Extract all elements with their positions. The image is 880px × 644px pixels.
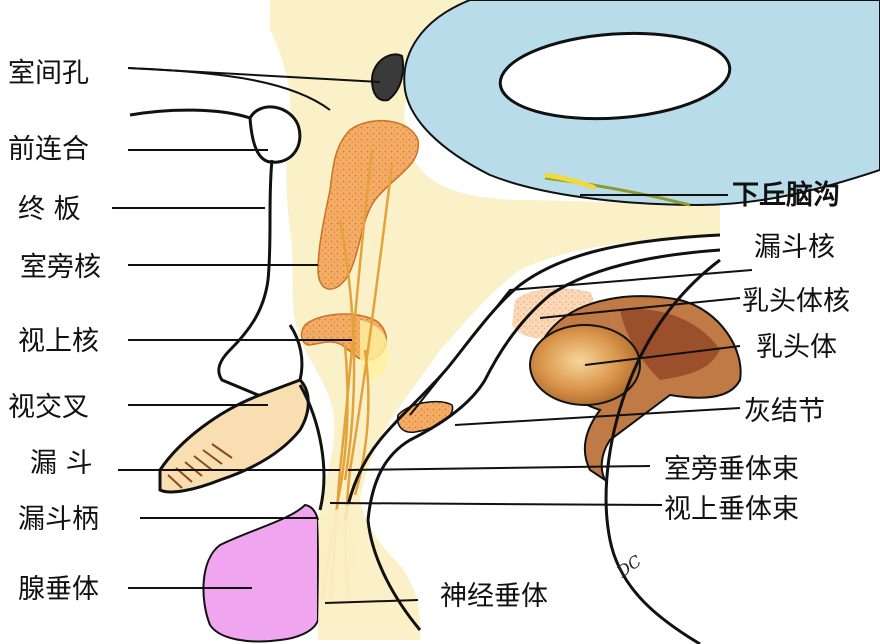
hypothalamic-sulcus-highlight bbox=[544, 172, 596, 191]
leader-foramen bbox=[127, 67, 381, 83]
adenohypophysis-shape bbox=[202, 503, 319, 643]
ventricle-floor-outline-inner bbox=[366, 248, 721, 521]
optic-chiasm-shape bbox=[158, 378, 310, 494]
stalk-outline-left bbox=[298, 384, 326, 511]
label-supraopticohypophyseal-tract: 视上垂体束 bbox=[664, 494, 799, 525]
paraventricular-nucleus-shape bbox=[317, 119, 420, 290]
label-infundibulum: 漏 斗 bbox=[30, 448, 93, 479]
label-paraventricular-nucleus: 室旁核 bbox=[20, 252, 101, 283]
label-mammillary-body: 乳头体 bbox=[756, 332, 837, 363]
neurohypophysis-shape bbox=[318, 500, 421, 640]
left-leader-lines bbox=[112, 149, 352, 589]
label-adenohypophysis: 腺垂体 bbox=[18, 574, 99, 605]
interthalamic-adhesion bbox=[498, 31, 732, 121]
right-leader-lines bbox=[324, 194, 753, 604]
label-lamina-terminalis: 终 板 bbox=[18, 194, 81, 225]
artist-signature: DC bbox=[613, 551, 645, 582]
interventricular-foramen-shape bbox=[370, 53, 405, 102]
label-supraoptic-nucleus: 视上核 bbox=[18, 326, 99, 357]
peduncle-highlight bbox=[620, 309, 720, 380]
optic-recess-outline bbox=[288, 324, 304, 381]
anterior-commissure-shape bbox=[248, 105, 302, 164]
label-mammillary-nucleus: 乳头体核 bbox=[742, 286, 850, 317]
brainstem-outline bbox=[604, 258, 721, 644]
label-optic-chiasm: 视交叉 bbox=[8, 392, 89, 423]
label-interventricular-foramen: 室间孔 bbox=[8, 58, 89, 89]
lamina-terminalis-shape bbox=[217, 159, 274, 402]
stalk-outline-right bbox=[366, 519, 422, 631]
label-infundibular-stalk: 漏斗柄 bbox=[18, 504, 99, 535]
label-infundibular-nucleus: 漏斗核 bbox=[754, 232, 835, 263]
label-anterior-commissure: 前连合 bbox=[8, 134, 89, 165]
label-hypothalamic-sulcus: 下丘脑沟 bbox=[732, 180, 840, 211]
label-neurohypophysis: 神经垂体 bbox=[440, 581, 548, 612]
label-tuber-cinereum: 灰结节 bbox=[744, 396, 825, 427]
label-paraventriculohypophyseal-tract: 室旁垂体束 bbox=[664, 454, 799, 485]
